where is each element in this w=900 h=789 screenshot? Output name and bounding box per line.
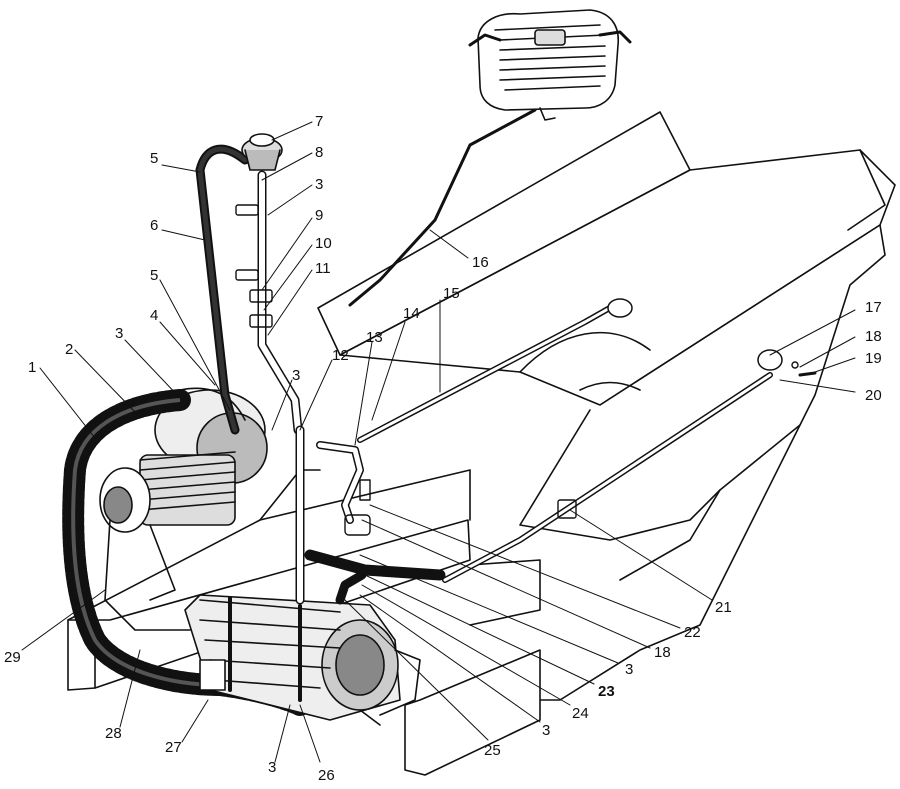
callout-label: 17 [865,299,882,316]
callout-label: 4 [150,307,158,324]
callout-label: 3 [625,661,633,678]
callout-label: 29 [4,649,21,666]
bolt-parts [791,361,817,377]
callout-label: 18 [654,644,671,661]
callout-label: 20 [865,387,882,404]
callout-label: 11 [315,260,331,277]
callout-label: 26 [318,767,335,784]
callout-label: 3 [115,325,123,342]
callout-label: 5 [150,267,158,284]
vehicle-floor-panel [317,111,896,701]
callout-label: 22 [684,624,701,641]
callout-label: 21 [715,599,732,616]
callout-label: 2 [65,341,73,358]
callout-label: 28 [105,725,122,742]
callout-label: 23 [598,683,615,700]
callout-label: 13 [366,329,383,346]
callout-label: 25 [484,742,501,759]
callout-label: 18 [865,328,882,345]
callout-labels: 1 2 3 4 5 5 6 7 8 3 9 10 11 12 3 13 14 1… [4,113,882,784]
callout-label: 3 [542,722,550,739]
filler-cap [241,133,283,171]
callout-label: 7 [315,113,323,130]
callout-label: 27 [165,739,182,756]
preheater-boiler [184,594,421,726]
leader-lines [21,121,856,763]
callout-label: 12 [332,347,349,364]
hose-clamps [235,204,577,536]
callout-label: 9 [315,207,323,224]
callout-label: 3 [292,367,300,384]
coolant-pipes [104,108,783,631]
callout-label: 10 [315,235,332,252]
callout-label: 3 [268,759,276,776]
callout-label: 1 [28,359,36,376]
callout-label: 6 [150,217,158,234]
callout-label: 8 [315,144,323,161]
callout-label: 19 [865,350,882,367]
callout-label: 24 [572,705,589,722]
callout-label: 5 [150,150,158,167]
expansion-tank [468,9,632,121]
callout-label: 16 [472,254,489,271]
callout-label: 14 [403,305,420,322]
callout-label: 3 [315,176,323,193]
callout-label: 15 [443,285,460,302]
